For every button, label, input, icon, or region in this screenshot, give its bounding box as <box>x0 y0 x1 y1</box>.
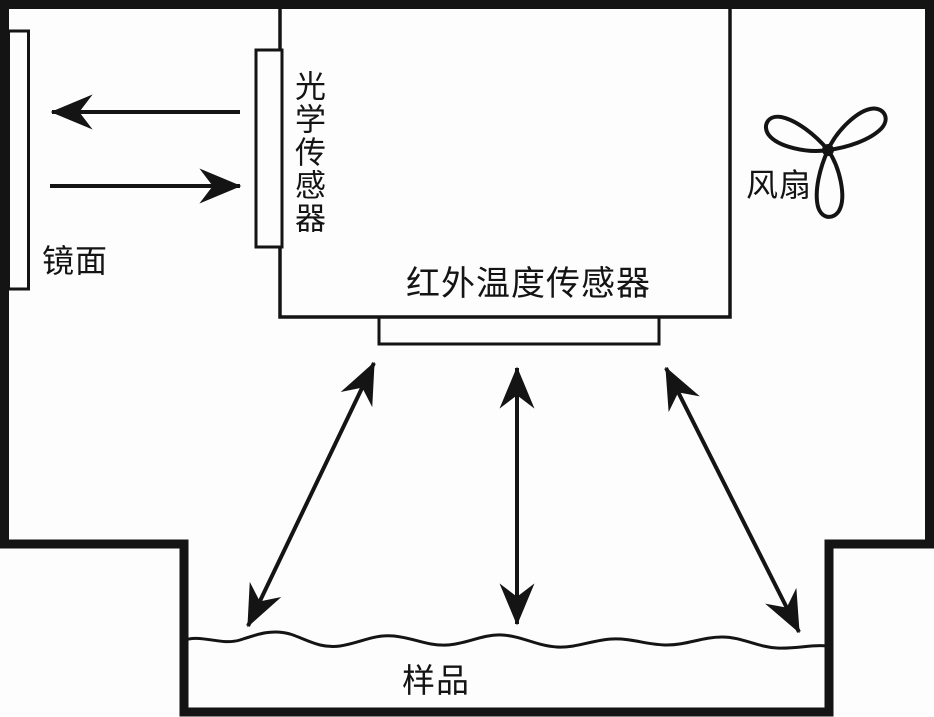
right-diagonal-double-arrow <box>664 366 801 634</box>
mirror-panel <box>7 29 30 291</box>
ir-sensor-window <box>377 314 661 346</box>
sample-surface-wave <box>180 630 829 650</box>
ir-sensor-label: 红外温度传感器 <box>406 266 651 303</box>
mirror-label: 镜面 <box>42 243 109 279</box>
sensor-housing-box <box>278 2 732 319</box>
fan-label: 风扇 <box>746 167 813 203</box>
sample-label: 样品 <box>402 664 470 700</box>
optical-sensor-label: 光学传感器 <box>290 70 325 235</box>
left-diagonal-double-arrow <box>246 361 376 628</box>
optical-sensor-window <box>254 48 284 249</box>
propeller-hub <box>822 144 834 156</box>
three-blade-propeller-icon <box>763 106 888 219</box>
